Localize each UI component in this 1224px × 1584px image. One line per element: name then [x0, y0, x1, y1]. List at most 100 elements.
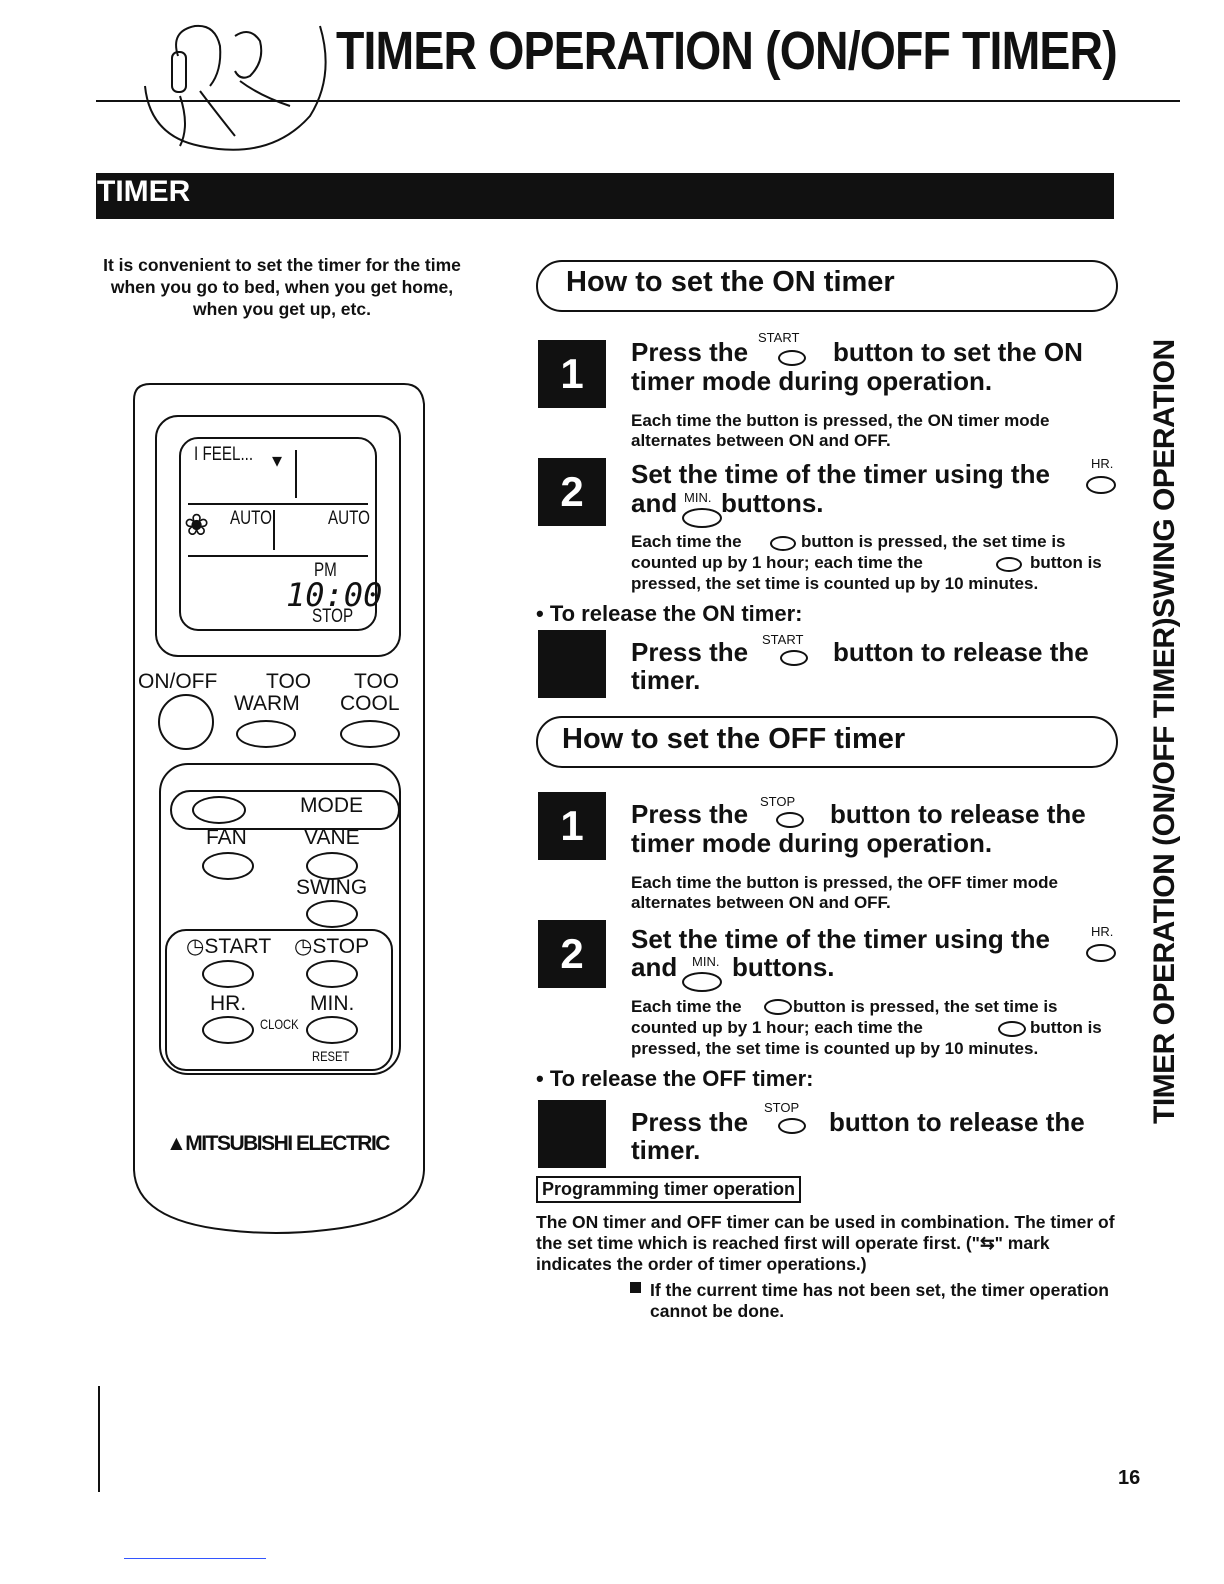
lcd-auto-right: AUTO — [328, 508, 370, 529]
off-release-heading: • To release the OFF timer: — [536, 1066, 814, 1091]
mode-button[interactable] — [192, 796, 246, 824]
on-step-2-min-sup: MIN. — [684, 490, 712, 505]
off-step-1-sub-2: alternates between ON and OFF. — [631, 893, 891, 912]
too-warm-label: WARM — [234, 692, 300, 715]
on-timer-header-frame — [536, 260, 1118, 312]
fan-button[interactable] — [202, 852, 254, 880]
on-off-label: ON/OFF — [138, 670, 218, 693]
brand-logo-text: MITSUBISHI ELECTRIC — [185, 1132, 390, 1155]
on-step-2-hr-sup: HR. — [1091, 456, 1114, 471]
stop-button-icon — [776, 812, 804, 828]
on-step-1-sub-2: alternates between ON and OFF. — [631, 431, 891, 450]
min-button-icon — [682, 508, 722, 528]
on-step-2-and: and — [631, 488, 678, 518]
footer-line — [124, 1558, 266, 1559]
start-button[interactable] — [202, 960, 254, 988]
stop-button-icon-release — [778, 1118, 806, 1134]
note-bullet-icon — [630, 1282, 641, 1293]
programming-note: If the current time has not been set, th… — [650, 1280, 1109, 1321]
swing-button[interactable] — [306, 900, 358, 928]
side-tab-timer-operation: TIMER OPERATION (ON/OFF TIMER) — [1148, 617, 1181, 1124]
off-release-line-a: Press the — [631, 1107, 749, 1137]
section-banner — [96, 173, 1114, 219]
section-banner-label: TIMER — [97, 175, 191, 208]
programming-paragraph: The ON timer and OFF timer can be used i… — [536, 1212, 1115, 1274]
start-button-icon — [778, 350, 806, 366]
min-button-icon-small — [996, 557, 1022, 572]
too-cool-label: COOL — [340, 692, 400, 715]
hr-label: HR. — [210, 992, 247, 1015]
on-step-1-sub-1: Each time the button is pressed, the ON … — [631, 411, 1050, 430]
stop-button[interactable] — [306, 960, 358, 988]
min-button-icon-off — [682, 972, 722, 992]
off-step-1-sub-1: Each time the button is pressed, the OFF… — [631, 873, 1058, 892]
hr-button-icon-off — [1086, 944, 1116, 962]
lcd-i-feel: I FEEL... — [194, 444, 254, 465]
lcd-auto-left: AUTO — [230, 508, 272, 529]
off-step-2-sub-3: pressed, the set time is counted up by 1… — [631, 1039, 1039, 1058]
off-step-1-line-a: Press the — [631, 799, 749, 829]
programming-heading: Programming timer operation — [536, 1176, 802, 1203]
remote-outline — [133, 383, 425, 1234]
swing-label: SWING — [296, 876, 368, 899]
on-off-button[interactable] — [158, 694, 214, 750]
header-rule — [96, 100, 1180, 102]
on-step-1-start-sup: START — [758, 330, 800, 345]
off-step-2-hr-sup: HR. — [1091, 924, 1114, 939]
off-step-2-line-1: Set the time of the timer using the — [631, 924, 1050, 954]
min-button[interactable] — [306, 1016, 358, 1044]
start-button-icon-release — [780, 650, 808, 666]
lcd-time: 10:00 — [286, 576, 383, 614]
on-release-badge — [538, 630, 606, 698]
on-release-heading: • To release the ON timer: — [536, 601, 803, 626]
on-step-2-sub-2a: counted up by 1 hour; each time the — [631, 553, 923, 572]
off-step-2-and: and — [631, 952, 678, 982]
on-release-line-a: Press the — [631, 637, 749, 667]
hr-button[interactable] — [202, 1016, 254, 1044]
on-step-2-line-1: Set the time of the timer using the — [631, 459, 1050, 489]
off-step-2-buttons: buttons. — [732, 952, 835, 982]
fan-icon: ❀ — [184, 509, 210, 542]
too-warm-top-label: TOO — [266, 670, 312, 693]
off-step-2-sub-1b: button is pressed, the set time is — [793, 997, 1058, 1016]
off-step-2-sub-2b: button is — [1030, 1018, 1102, 1037]
off-step-1-line-b: button to release the — [830, 799, 1086, 829]
min-button-icon-off-small — [998, 1021, 1026, 1037]
on-step-1-line-2: timer mode during operation. — [631, 366, 993, 396]
off-step-1-line-2: timer mode during operation. — [631, 828, 993, 858]
on-release-line-2: timer. — [631, 665, 701, 695]
lcd-stop: STOP — [312, 606, 354, 627]
too-cool-button[interactable] — [340, 720, 400, 748]
margin-line — [98, 1386, 100, 1492]
on-step-2-sub-1b: button is pressed, the set time is — [801, 532, 1066, 551]
min-label: MIN. — [310, 992, 355, 1015]
page-title: TIMER OPERATION (ON/OFF TIMER) — [336, 21, 1118, 81]
on-step-1-line-a: Press the — [631, 337, 749, 367]
mode-button-frame — [170, 790, 400, 830]
on-step-2-sub-3: pressed, the set time is counted up by 1… — [631, 574, 1039, 593]
hr-button-icon — [1086, 476, 1116, 494]
fan-label: FAN — [206, 826, 247, 849]
mode-label: MODE — [300, 794, 363, 817]
off-step-1-badge: 1 — [538, 792, 606, 860]
lcd-pm: PM — [314, 560, 337, 581]
off-timer-heading: How to set the OFF timer — [562, 723, 906, 755]
stop-label-text: STOP — [312, 935, 370, 958]
start-label-text: START — [204, 935, 272, 958]
remote-control: I FEEL... ▾ ❀ AUTO AUTO PM 10:00 STOP ON… — [126, 380, 428, 1240]
off-timer-header-frame — [536, 716, 1118, 768]
start-label: ◷START — [186, 935, 272, 958]
too-warm-button[interactable] — [236, 720, 296, 748]
on-release-line-b: button to release the — [833, 637, 1089, 667]
on-timer-heading: How to set the ON timer — [566, 266, 895, 298]
off-release-stop-sup: STOP — [764, 1100, 800, 1115]
hr-button-icon-off-small — [764, 999, 792, 1015]
on-step-2-badge: 2 — [538, 458, 606, 526]
off-release-badge — [538, 1100, 606, 1168]
brand-logo: ▲MITSUBISHI ELECTRIC — [166, 1132, 390, 1155]
on-step-2-buttons: buttons. — [721, 488, 824, 518]
vane-button[interactable] — [306, 852, 358, 880]
on-release-start-sup: START — [762, 632, 804, 647]
stop-label: ◷STOP — [294, 935, 370, 958]
too-cool-top-label: TOO — [354, 670, 400, 693]
